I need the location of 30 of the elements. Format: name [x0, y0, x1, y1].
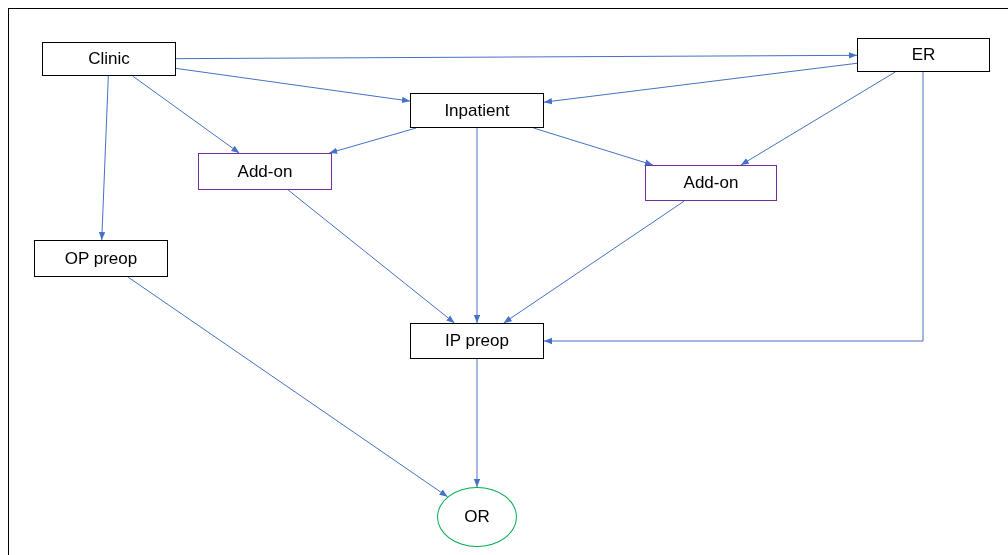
terminal-ellipse: [437, 487, 517, 547]
arrow: [98, 75, 109, 241]
arrow: [533, 127, 654, 166]
arrow: [127, 276, 448, 498]
node-label: OP preop: [64, 248, 138, 269]
node-label: IP preop: [445, 331, 509, 351]
arrow: [175, 67, 411, 104]
arrow: [740, 71, 896, 166]
arrow: [175, 52, 858, 60]
process-box: [857, 38, 990, 72]
process-box: [645, 165, 777, 201]
process-box: [410, 93, 544, 128]
process-box: [42, 42, 176, 76]
arrow: [132, 75, 240, 154]
process-box: [34, 240, 168, 277]
node-label: Inpatient: [444, 100, 510, 121]
arrow: [503, 200, 685, 324]
arrow: [473, 127, 481, 324]
arrow: [473, 358, 481, 488]
arrow: [543, 71, 924, 345]
arrow: [543, 62, 858, 105]
arrow: [287, 189, 455, 324]
process-box: [410, 323, 544, 359]
arrow: [328, 127, 417, 154]
node-label: OR: [464, 507, 490, 527]
node-label: ER: [911, 45, 936, 65]
process-box: [198, 153, 332, 190]
node-label: Clinic: [88, 49, 130, 69]
node-label: Add-on: [237, 161, 293, 182]
node-label: Add-on: [683, 173, 739, 193]
